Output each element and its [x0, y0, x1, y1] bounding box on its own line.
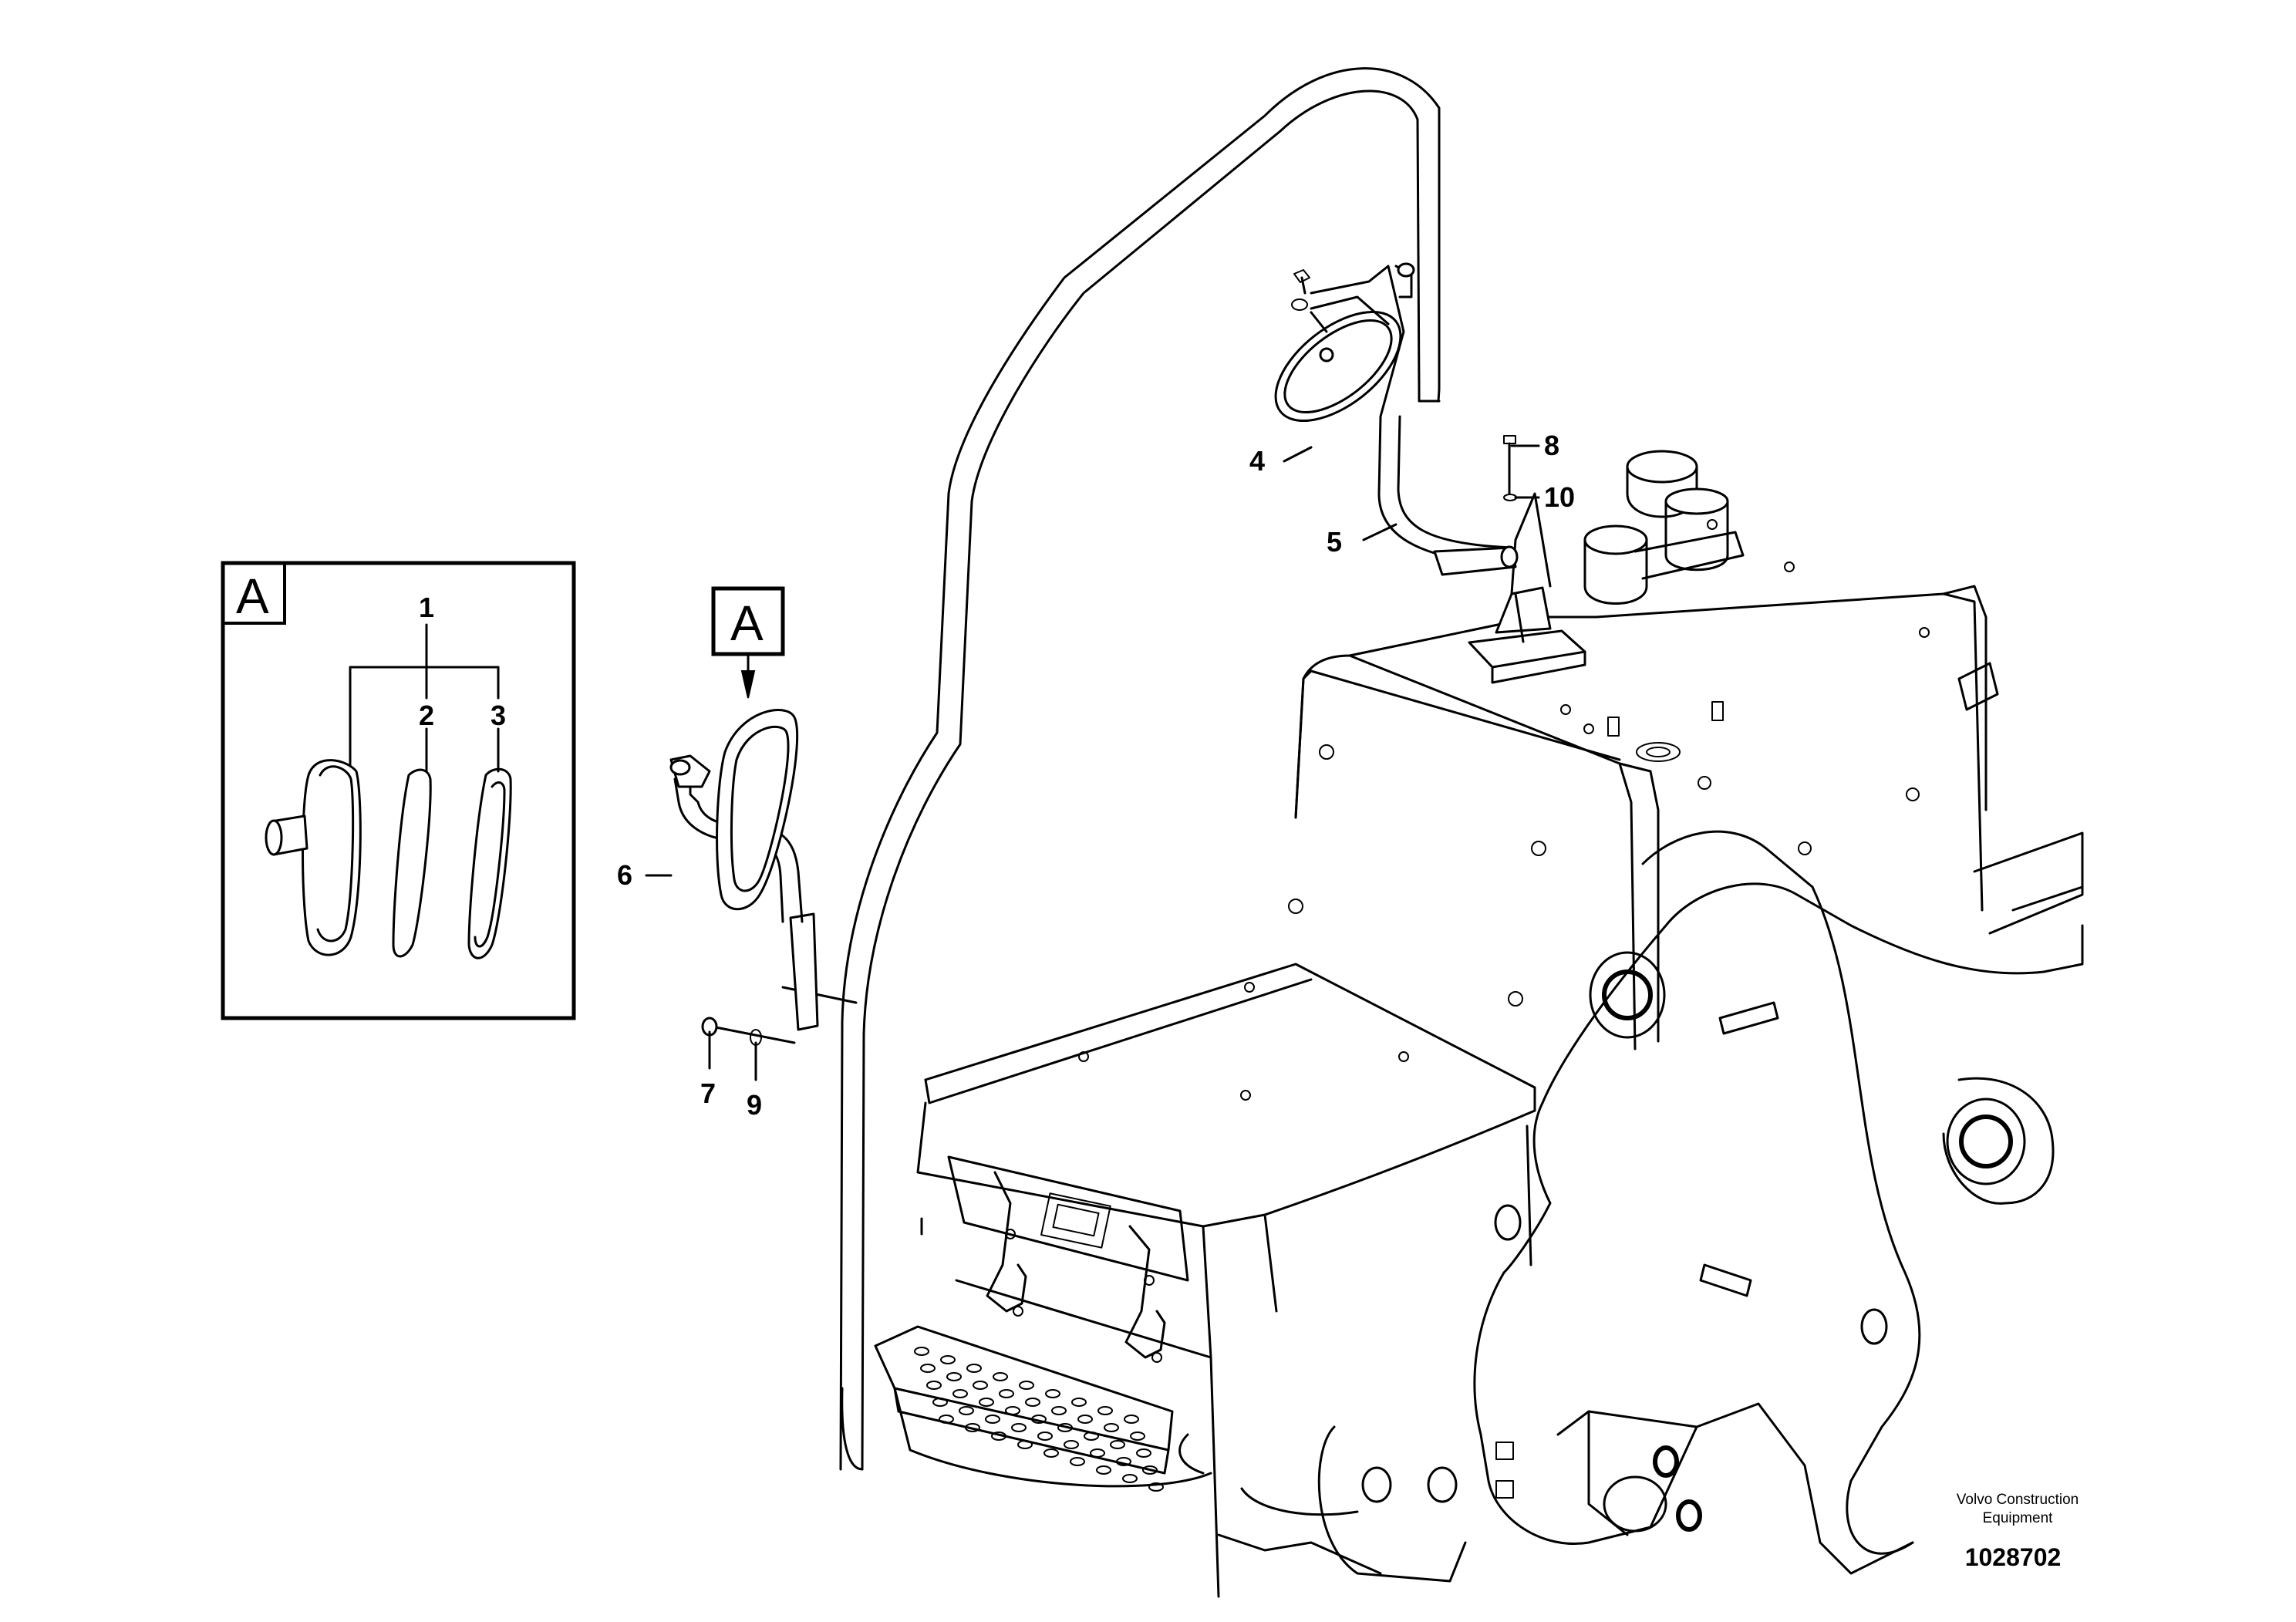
step-hole	[991, 1431, 1006, 1441]
step-hole	[965, 1423, 980, 1432]
callout-leaders	[645, 444, 1540, 1081]
step-hole	[940, 1355, 956, 1364]
callout-9: 9	[747, 1089, 762, 1121]
callout-1: 1	[419, 592, 434, 623]
step-hole	[1031, 1415, 1047, 1424]
step-hole	[1084, 1431, 1099, 1441]
step-hole	[1136, 1448, 1151, 1458]
step-hole	[1070, 1457, 1085, 1466]
latches	[986, 1171, 1166, 1363]
step-hole	[1110, 1440, 1125, 1449]
step-hole	[1096, 1465, 1111, 1475]
step-hole	[1090, 1448, 1105, 1458]
step-hole	[959, 1406, 974, 1415]
step-hole	[999, 1389, 1014, 1398]
brand-line-2: Equipment	[1983, 1510, 2054, 1526]
step-hole	[973, 1381, 988, 1390]
step-hole	[932, 1398, 948, 1407]
step-hole	[1017, 1440, 1033, 1449]
step-hole	[1130, 1431, 1145, 1441]
step-hole	[993, 1372, 1008, 1381]
body-bolts	[1078, 519, 1930, 1101]
callout-3: 3	[491, 700, 506, 731]
step-holes	[914, 1347, 1164, 1492]
callout-5: 5	[1327, 526, 1342, 558]
chassis-frame	[1317, 830, 2084, 1583]
view-a-label: A	[730, 595, 764, 651]
step-hole	[1043, 1448, 1059, 1458]
base-frame	[1217, 1487, 1382, 1575]
step-hole	[1005, 1406, 1020, 1415]
step-hole	[966, 1364, 982, 1373]
right-mirror-assembly	[1274, 262, 1586, 684]
step-hole	[1045, 1389, 1060, 1398]
callout-2: 2	[419, 700, 434, 731]
callout-10: 10	[1544, 481, 1575, 513]
step-hole	[1122, 1474, 1138, 1483]
step-hole	[1011, 1423, 1027, 1432]
callout-6: 6	[617, 859, 632, 891]
step-hole	[1051, 1406, 1067, 1415]
step-hole	[1057, 1423, 1073, 1432]
step-hole	[1025, 1398, 1040, 1407]
step-hole	[1116, 1457, 1131, 1466]
step-hole	[979, 1398, 994, 1407]
view-a-marker: A	[711, 586, 785, 699]
brand-line-1: Volvo Construction	[1957, 1492, 2079, 1508]
step-hole	[939, 1415, 954, 1424]
callout-4: 4	[1249, 445, 1265, 477]
step-hole	[946, 1372, 962, 1381]
step-hole	[1019, 1381, 1034, 1390]
step-hole	[985, 1415, 1000, 1424]
machine-body	[874, 585, 1988, 1598]
step-hole	[1142, 1465, 1158, 1475]
drawing-number: 1028702	[1965, 1543, 2062, 1571]
left-mirror-assembly	[669, 709, 858, 1046]
step-hole	[1037, 1431, 1053, 1441]
step-hole	[1148, 1482, 1164, 1492]
step-hole	[1124, 1415, 1139, 1424]
step-hole	[952, 1389, 968, 1398]
step-hole	[914, 1347, 929, 1356]
callout-8: 8	[1544, 430, 1559, 461]
step-hole	[920, 1364, 936, 1373]
step-hole	[1097, 1406, 1113, 1415]
top-components	[1583, 450, 1999, 762]
step-hole	[926, 1381, 942, 1390]
callout-7: 7	[700, 1077, 716, 1109]
handrail	[839, 67, 1441, 1471]
step-hole	[1071, 1398, 1087, 1407]
detail-a-label: A	[236, 568, 269, 624]
step-hole	[1077, 1415, 1093, 1424]
step-hole	[1104, 1423, 1119, 1432]
detail-a-box: A 1 2 3	[221, 561, 576, 1020]
step-hole	[1064, 1440, 1079, 1449]
